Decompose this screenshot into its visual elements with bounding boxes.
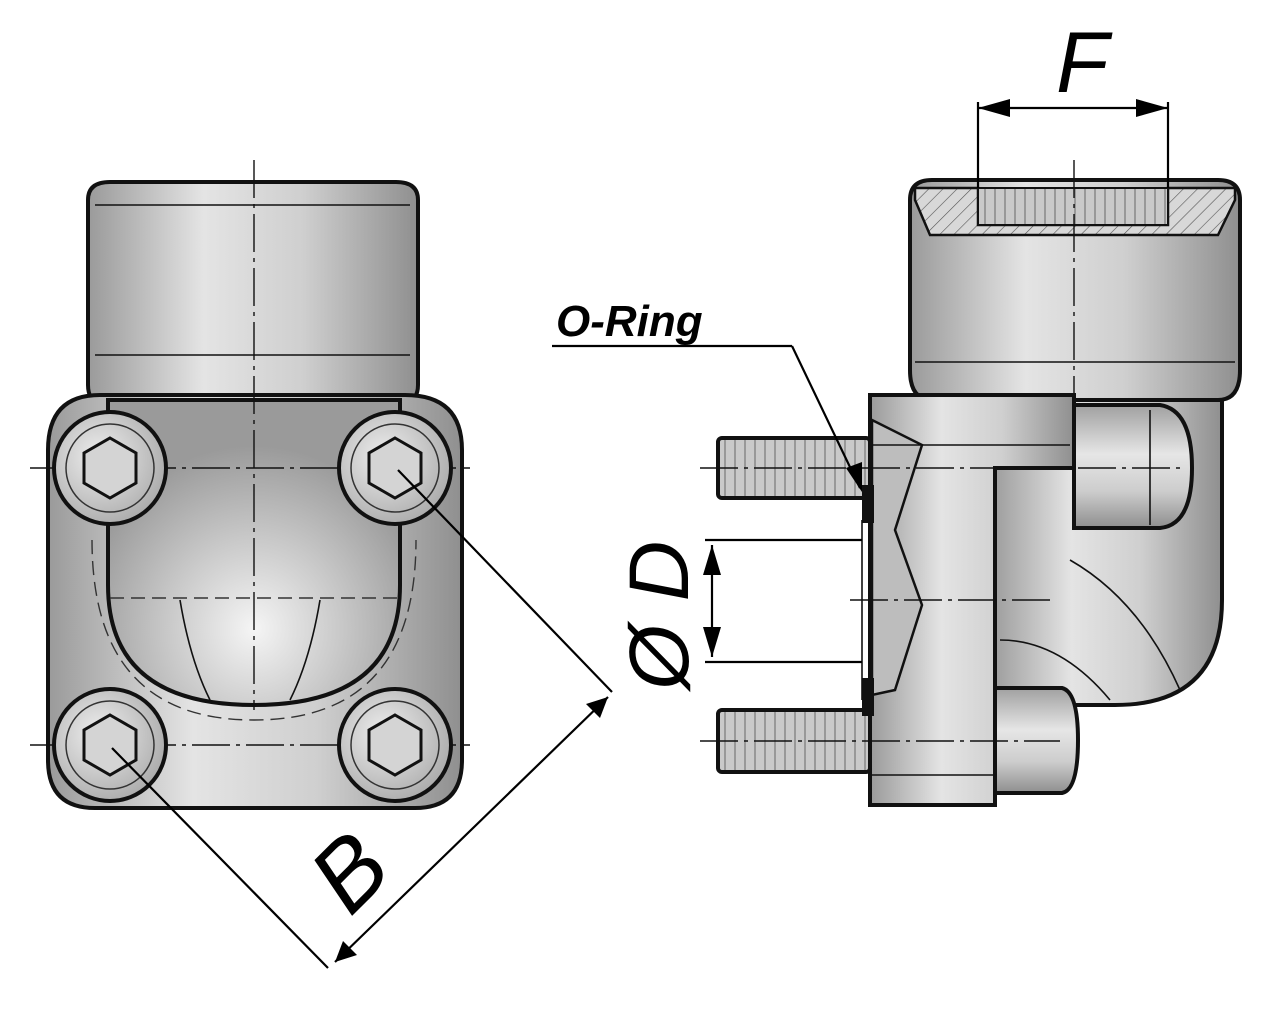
o-ring-upper	[862, 485, 874, 523]
label-F: F	[1056, 15, 1113, 111]
stud-lower	[716, 708, 872, 774]
front-view: B	[30, 160, 613, 969]
bolt-head-top-left	[52, 410, 168, 526]
o-ring-lower	[862, 678, 874, 716]
dimension-F: F	[976, 15, 1170, 188]
dimension-D: Ø D	[612, 538, 862, 693]
label-B: B	[289, 812, 410, 933]
bolt-head-bottom-left	[52, 687, 168, 803]
label-o-ring: O-Ring	[556, 297, 703, 346]
bolt-head-bottom-right	[337, 687, 453, 803]
side-boss-upper	[1072, 403, 1195, 530]
front-port-body	[86, 180, 420, 407]
label-D: Ø D	[612, 541, 706, 693]
side-view: F Ø D O-Ring	[552, 15, 1242, 807]
o-ring-callout: O-Ring	[552, 297, 862, 492]
